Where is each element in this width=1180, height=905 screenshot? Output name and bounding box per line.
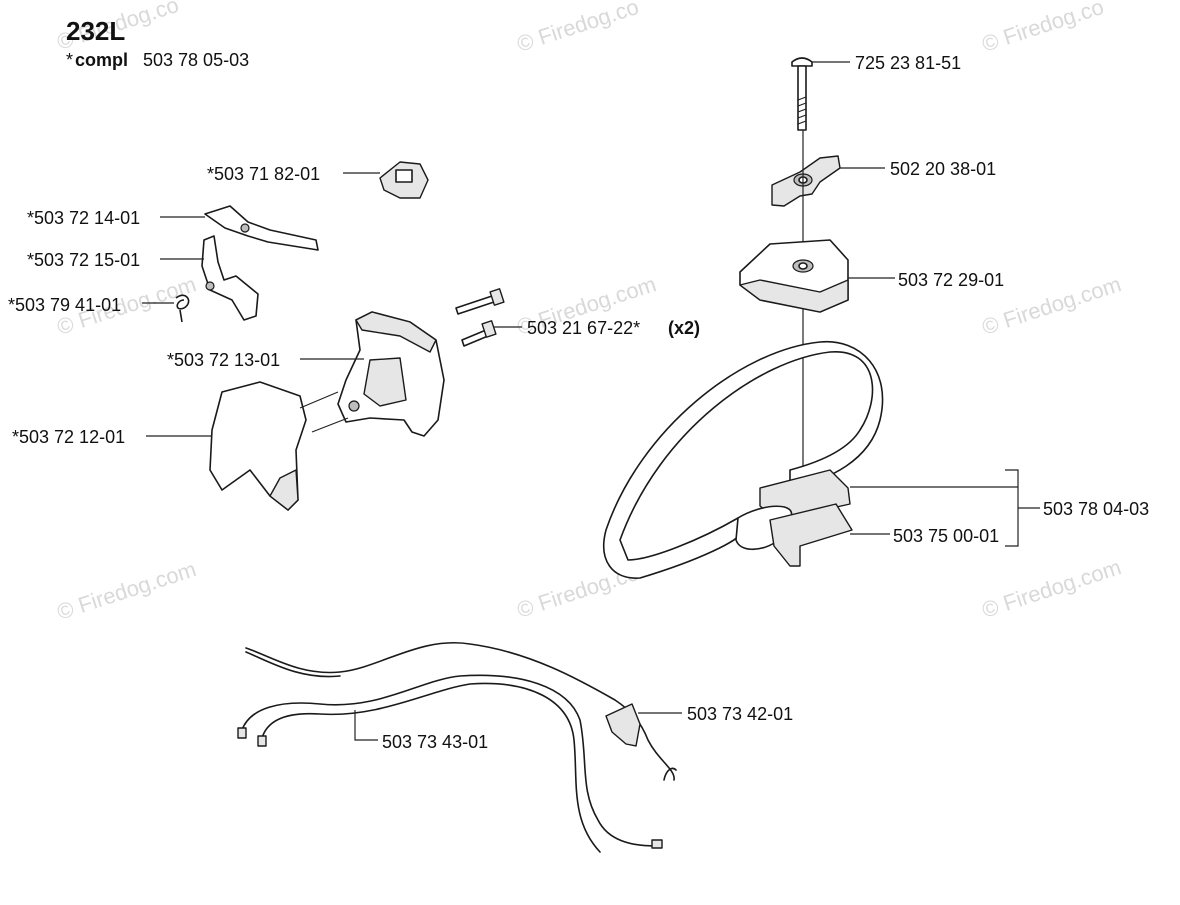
throttle-lockout-503-72-14-01 (204, 205, 319, 251)
callout-503-72-29-01: 503 72 29-01 (898, 270, 1004, 290)
callout-503-21-67-22: 503 21 67-22* (527, 318, 640, 338)
callout-503-73-42-01: 503 73 42-01 (687, 704, 793, 724)
spring-503-79-41-01 (175, 294, 190, 323)
throttle-cable-503-73-42-01 (245, 641, 677, 781)
compl-label: compl (75, 50, 128, 70)
callout-503-72-14-01: *503 72 14-01 (27, 208, 140, 228)
compl-number: 503 78 05-03 (143, 50, 249, 70)
bolt-725-23-81-51 (791, 57, 813, 131)
callout-qty: (x2) (668, 318, 700, 338)
callout-503-72-13-01: *503 72 13-01 (167, 350, 280, 370)
callout-503-72-12-01: *503 72 12-01 (12, 427, 125, 447)
callout-503-75-00-01: 503 75 00-01 (893, 526, 999, 546)
leader-line (354, 710, 378, 741)
callout-503-78-04-03: 503 78 04-03 (1043, 499, 1149, 519)
callout-503-73-43-01: 503 73 43-01 (382, 732, 488, 752)
handle-housing-503-72-13-01 (337, 311, 445, 437)
wiring-harness-503-73-43-01 (237, 674, 663, 853)
callout-503-72-15-01: *503 72 15-01 (27, 250, 140, 270)
watermark: © Firedog.com (54, 556, 199, 624)
assembly-axis (311, 417, 349, 433)
knob-502-20-38-01 (771, 155, 841, 207)
watermark: © Firedog.com (979, 554, 1124, 622)
throttle-trigger-503-72-15-01 (201, 235, 259, 321)
handle-cover-503-72-12-01 (209, 381, 307, 511)
compl-asterisk: * (66, 50, 73, 70)
screws-503-21-67-22 (455, 288, 505, 347)
stop-switch-503-71-82-01 (379, 161, 429, 199)
model-title: 232L (66, 16, 125, 46)
callout-502-20-38-01: 502 20 38-01 (890, 159, 996, 179)
watermark: © Firedog.co (979, 0, 1107, 57)
clamp-cap-503-72-29-01 (739, 239, 849, 313)
callout-503-79-41-01: *503 79 41-01 (8, 295, 121, 315)
loop-handle-503-78-04-03 (602, 340, 884, 579)
watermark: © Firedog.co (514, 0, 642, 57)
callout-725-23-81-51: 725 23 81-51 (855, 53, 961, 73)
handle-clamp-503-75-00-01 (769, 503, 853, 567)
assembly-bracket (850, 469, 1040, 547)
callout-503-71-82-01: *503 71 82-01 (207, 164, 320, 184)
assembly-axis (299, 391, 339, 409)
